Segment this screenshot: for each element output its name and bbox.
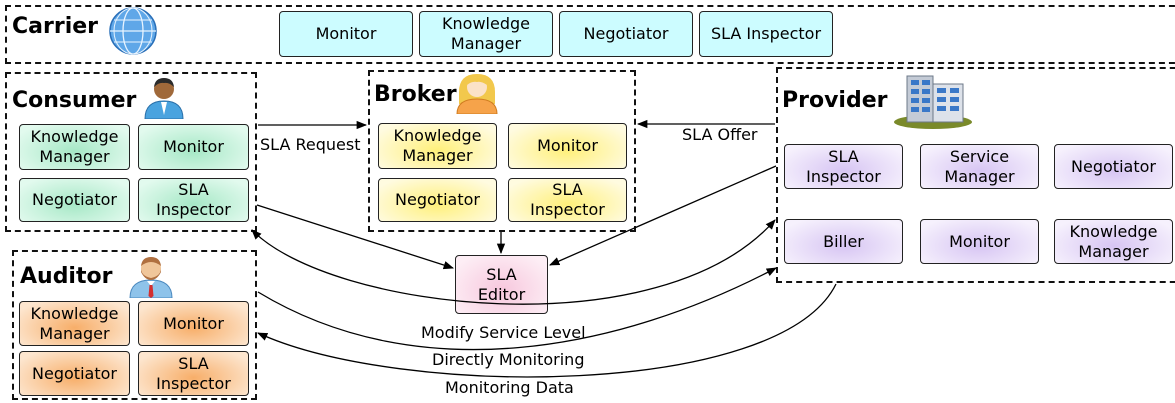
person-icon bbox=[144, 78, 184, 119]
auditor-monitor: Monitor bbox=[138, 301, 249, 346]
sla-offer-label: SLA Offer bbox=[682, 125, 758, 144]
broker-monitor: Monitor bbox=[508, 123, 627, 169]
carrier-negotiator: Negotiator bbox=[559, 11, 693, 57]
carrier-knowledge-manager: Knowledge Manager bbox=[419, 11, 553, 57]
building-icon bbox=[894, 75, 972, 129]
provider-biller: Biller bbox=[784, 219, 903, 264]
sla-editor: SLA Editor bbox=[455, 255, 548, 314]
provider-title: Provider bbox=[782, 88, 888, 113]
person-icon bbox=[129, 257, 173, 298]
broker-knowledge-manager: Knowledge Manager bbox=[378, 123, 497, 169]
broker-title: Broker bbox=[374, 82, 457, 107]
carrier-monitor: Monitor bbox=[279, 11, 413, 57]
directly-monitoring-label: Directly Monitoring bbox=[432, 350, 585, 369]
consumer-title: Consumer bbox=[12, 88, 137, 113]
globe-icon bbox=[109, 7, 157, 55]
provider-negotiator: Negotiator bbox=[1054, 144, 1173, 189]
monitoring-data-label: Monitoring Data bbox=[445, 378, 574, 397]
auditor-knowledge-manager: Knowledge Manager bbox=[19, 301, 130, 346]
provider-sla-inspector: SLA Inspector bbox=[784, 144, 903, 189]
provider-service-manager: Service Manager bbox=[920, 144, 1039, 189]
consumer-monitor: Monitor bbox=[138, 124, 249, 170]
consumer-sla-inspector: SLA Inspector bbox=[138, 178, 249, 222]
auditor-title: Auditor bbox=[20, 264, 113, 289]
modify-service-level-label: Modify Service Level bbox=[421, 323, 586, 342]
auditor-negotiator: Negotiator bbox=[19, 351, 130, 396]
carrier-title: Carrier bbox=[12, 14, 99, 39]
broker-negotiator: Negotiator bbox=[378, 178, 497, 222]
consumer-knowledge-manager: Knowledge Manager bbox=[19, 124, 130, 170]
person-female-icon bbox=[456, 74, 498, 114]
broker-sla-inspector: SLA Inspector bbox=[508, 178, 627, 222]
consumer-negotiator: Negotiator bbox=[19, 178, 130, 222]
carrier-sla-inspector: SLA Inspector bbox=[699, 11, 833, 57]
sla-request-label: SLA Request bbox=[260, 135, 361, 154]
provider-monitor: Monitor bbox=[920, 219, 1039, 264]
auditor-sla-inspector: SLA Inspector bbox=[138, 351, 249, 396]
provider-knowledge-manager: Knowledge Manager bbox=[1054, 219, 1173, 264]
